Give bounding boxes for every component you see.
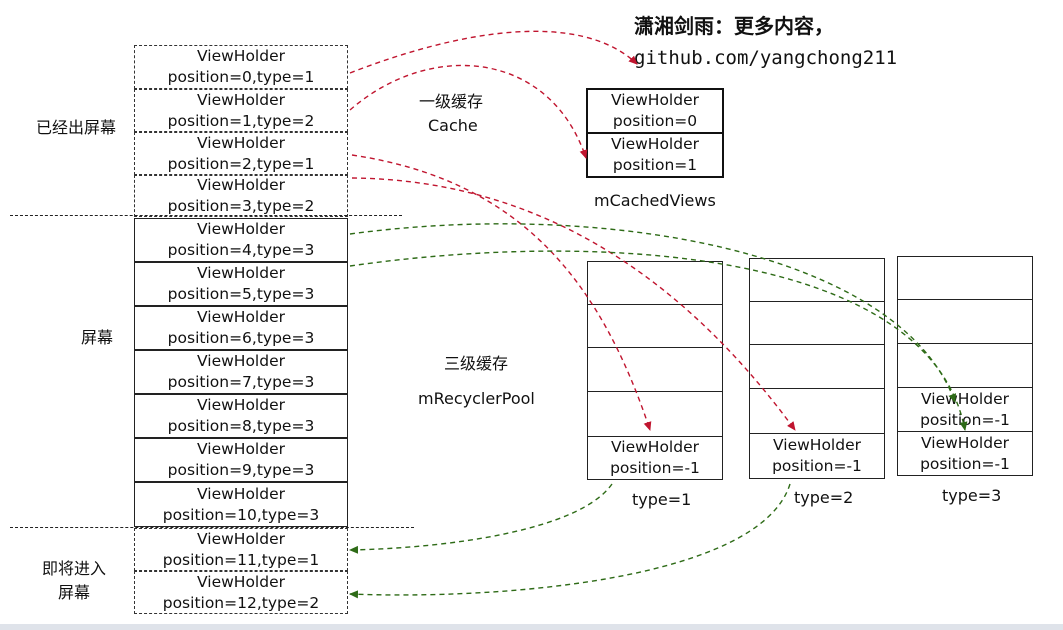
list-item-position: position=0,type=1 [167, 68, 315, 86]
list-item-title: ViewHolder [197, 352, 285, 370]
arrow-pool-type1-to-pos11 [349, 483, 613, 554]
pool-slot-title: ViewHolder [611, 438, 699, 456]
list-item: ViewHolder position=8,type=3 [134, 394, 348, 438]
list-item-position: position=11,type=1 [162, 550, 320, 569]
cache-container-label: mCachedViews [594, 191, 716, 210]
list-item-title: ViewHolder [197, 308, 285, 326]
zone-label-entering: 即将进入 屏幕 [42, 557, 106, 605]
arrow-pos5-to-pool-type3 [349, 250, 968, 431]
pool-type-label: type=3 [942, 486, 1002, 505]
list-item-position: position=3,type=2 [167, 197, 315, 215]
pool-slot-title: ViewHolder [921, 389, 1009, 408]
list-item-title: ViewHolder [197, 176, 285, 194]
list-item-title: ViewHolder [197, 396, 285, 414]
list-item: ViewHolder position=11,type=1 [134, 528, 348, 571]
cache-slot-position: position=0 [612, 112, 698, 130]
pool-slot: ViewHolder position=-1 [587, 436, 723, 480]
list-item: ViewHolder position=12,type=2 [134, 571, 348, 614]
list-item-position: position=2,type=1 [167, 154, 315, 173]
pool-slot-position: position=-1 [920, 410, 1010, 429]
list-item: ViewHolder position=7,type=3 [134, 350, 348, 394]
list-item: ViewHolder position=10,type=3 [134, 482, 348, 527]
zone-label-entering-line2: 屏幕 [58, 583, 91, 602]
arrow-pos4-to-pool-type3 [349, 223, 957, 403]
list-item-title: ViewHolder [197, 264, 285, 282]
cache-level-label: 一级缓存 [419, 92, 484, 111]
list-item: ViewHolder position=3,type=2 [134, 175, 348, 217]
cache-name-label: Cache [428, 116, 478, 135]
list-item-position: position=10,type=3 [162, 505, 320, 524]
list-item: ViewHolder position=0,type=1 [134, 45, 348, 89]
pool-slot-position: position=-1 [610, 459, 700, 477]
list-item-position: position=4,type=3 [167, 241, 315, 259]
list-item: ViewHolder position=4,type=3 [134, 218, 348, 262]
zone-label-screen: 屏幕 [81, 328, 114, 347]
header-github-link: github.com/yangchong211 [634, 47, 898, 69]
list-item-title: ViewHolder [197, 47, 285, 65]
list-item-position: position=12,type=2 [162, 593, 320, 612]
bottom-scroll-strip [0, 624, 1063, 630]
list-item-position: position=8,type=3 [167, 417, 315, 435]
pool-slot: ViewHolder position=-1 [897, 431, 1033, 476]
pool-type-label: type=2 [794, 488, 854, 507]
zone-label-off-screen: 已经出屏幕 [36, 118, 117, 137]
zone-label-entering-line1: 即将进入 [42, 559, 107, 578]
list-item: ViewHolder position=5,type=3 [134, 262, 348, 306]
list-item-position: position=5,type=3 [167, 285, 315, 303]
pool-type-label: type=1 [632, 490, 692, 509]
list-item-position: position=9,type=3 [167, 461, 315, 479]
arrow-pos0-to-cache [349, 30, 638, 74]
arrow-pos1-to-cache [349, 64, 588, 159]
list-item: ViewHolder position=9,type=3 [134, 438, 348, 482]
pool-slot-title: ViewHolder [921, 433, 1009, 452]
list-item-title: ViewHolder [197, 529, 285, 548]
list-item-title: ViewHolder [197, 90, 285, 109]
list-item: ViewHolder position=2,type=1 [134, 132, 348, 175]
list-item-title: ViewHolder [197, 440, 285, 458]
cache-slot-title: ViewHolder [611, 91, 699, 109]
entering-separator [10, 527, 414, 528]
list-item: ViewHolder position=6,type=3 [134, 306, 348, 350]
list-item-position: position=6,type=3 [167, 329, 315, 347]
list-item-title: ViewHolder [197, 484, 285, 503]
pool-slot-position: position=-1 [772, 457, 862, 475]
list-item-title: ViewHolder [197, 133, 285, 152]
pool-name-label: mRecyclerPool [418, 389, 535, 408]
arrow-pos2-to-pool-type1 [351, 154, 652, 431]
cache-slot-position: position=1 [612, 156, 698, 174]
pool-slot-title: ViewHolder [773, 436, 861, 454]
arrow-pos3-to-pool-type2 [351, 177, 796, 431]
list-item-position: position=7,type=3 [167, 373, 315, 391]
list-item-title: ViewHolder [197, 220, 285, 238]
offscreen-separator [10, 215, 402, 216]
cache-slot-title: ViewHolder [611, 135, 699, 153]
header-line-1: 潇湘剑雨：更多内容， [634, 14, 834, 38]
arrow-pool-type2-to-pos12 [349, 483, 791, 599]
pool-slot: ViewHolder position=-1 [749, 433, 885, 479]
cache-slot: ViewHolder position=1 [586, 132, 724, 178]
list-item-position: position=1,type=2 [167, 111, 315, 130]
list-item: ViewHolder position=1,type=2 [134, 89, 348, 132]
pool-level-label: 三级缓存 [444, 354, 509, 373]
list-item-title: ViewHolder [197, 572, 285, 591]
author-header: 潇湘剑雨：更多内容， github.com/yangchong211 [634, 10, 897, 74]
pool-slot-position: position=-1 [920, 454, 1010, 473]
